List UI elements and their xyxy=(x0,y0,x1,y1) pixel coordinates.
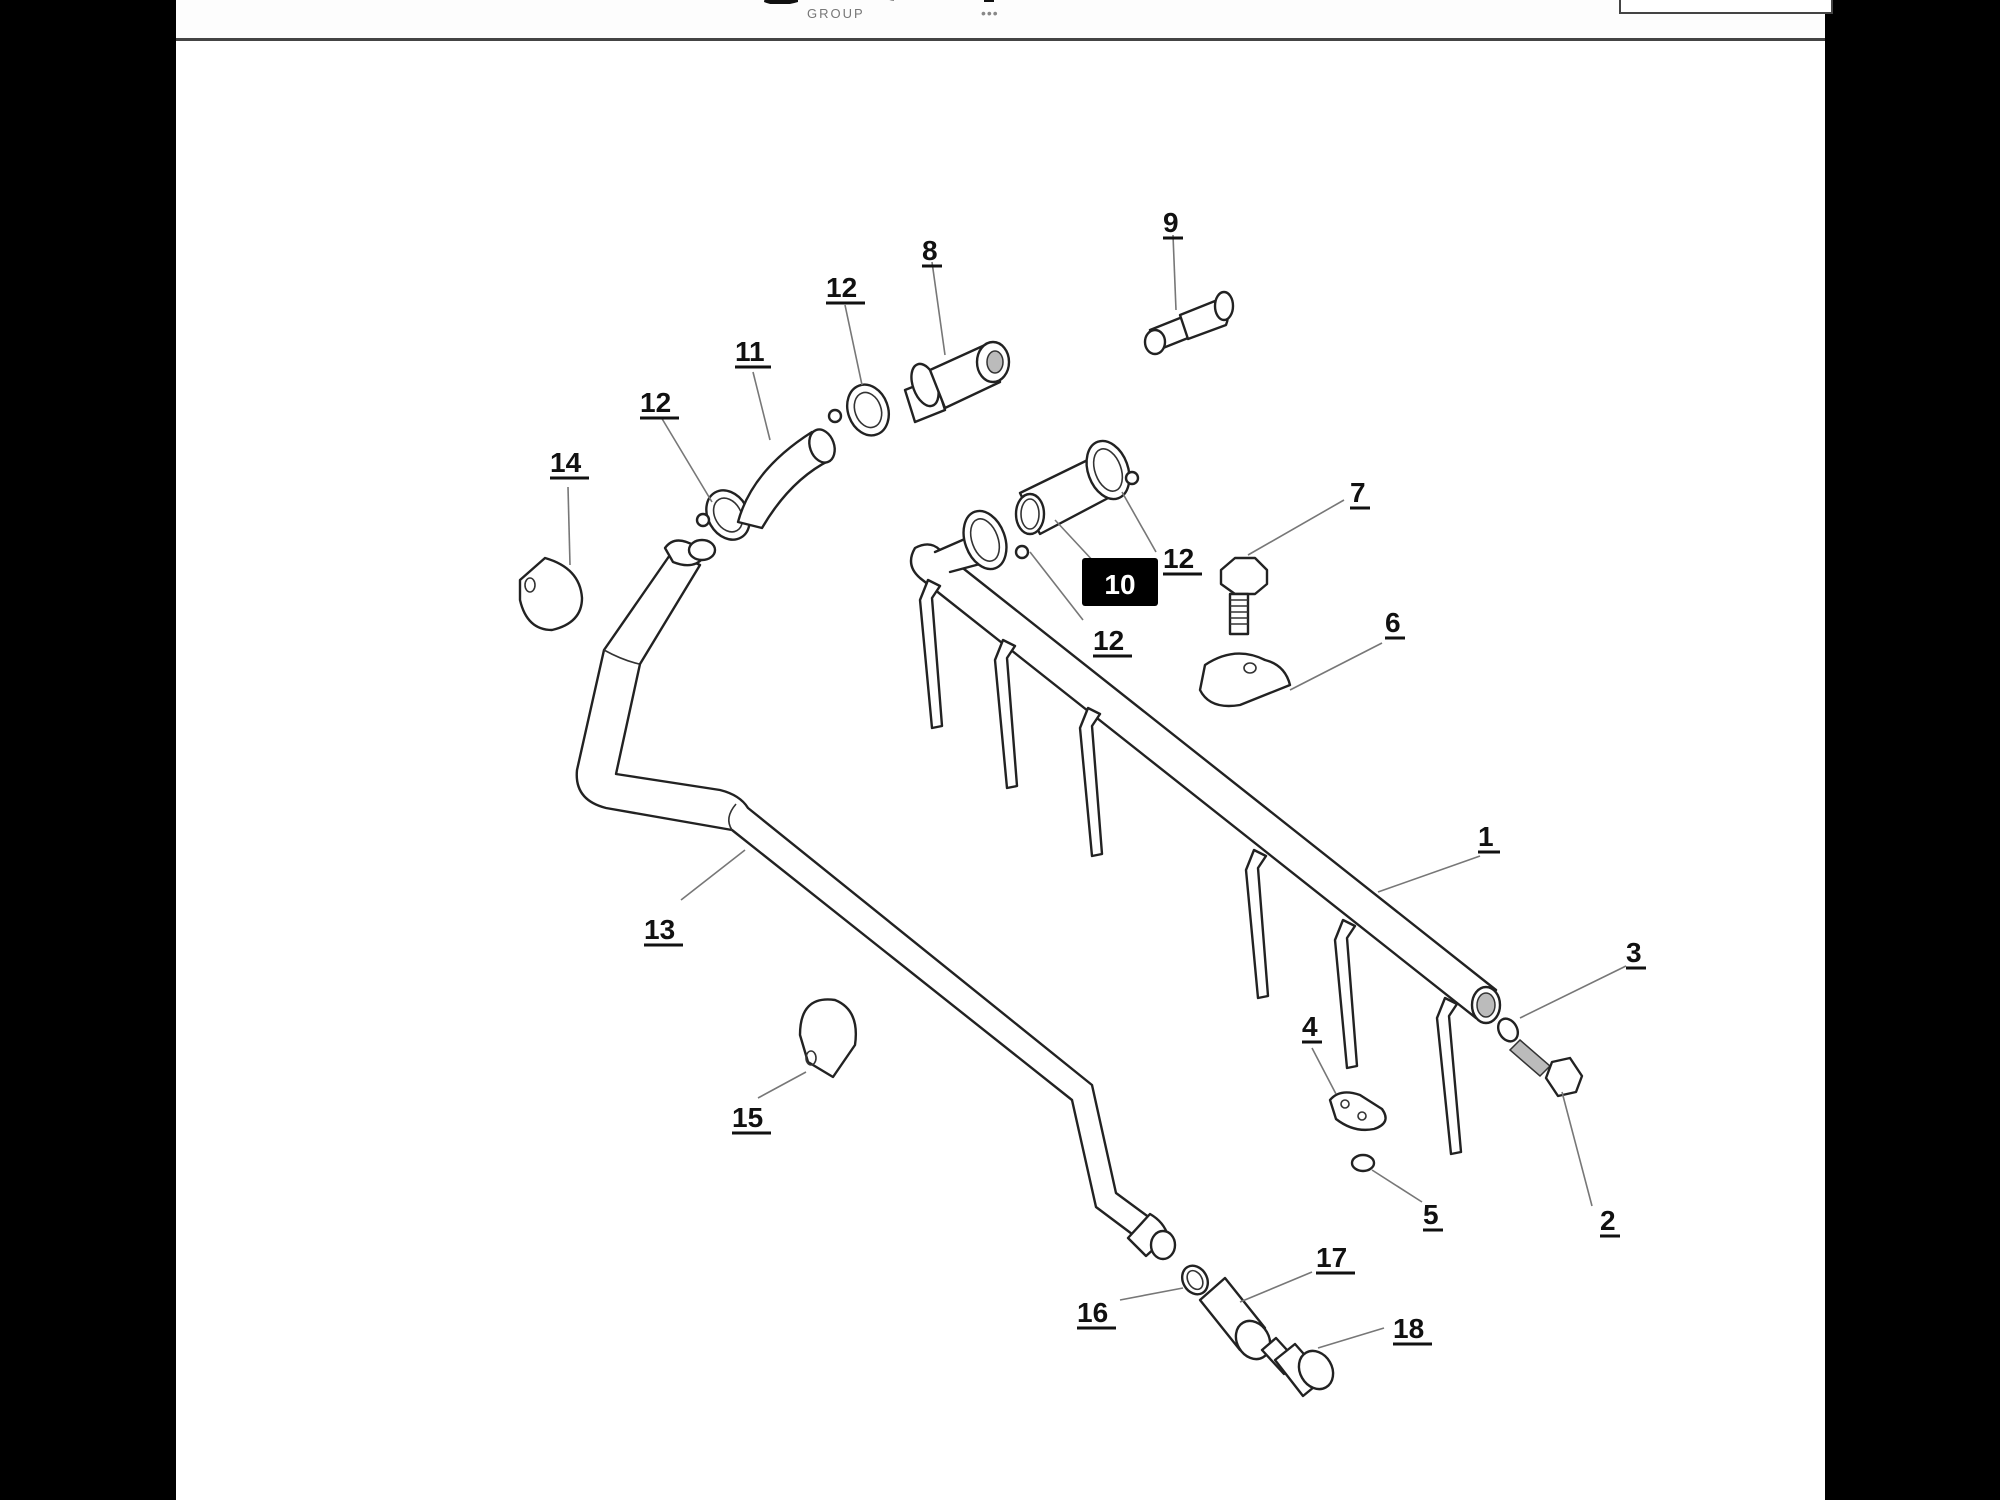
brand-logo[interactable] xyxy=(746,0,1126,4)
svg-text:12: 12 xyxy=(1093,625,1124,656)
callout-8[interactable]: 8 xyxy=(922,235,942,268)
callout-12-left[interactable]: 12 xyxy=(640,387,679,420)
svg-text:4: 4 xyxy=(1302,1011,1318,1042)
part-16-o-ring[interactable] xyxy=(1177,1261,1213,1299)
part-3-washer[interactable] xyxy=(1494,1015,1522,1045)
svg-text:12: 12 xyxy=(640,387,671,418)
part-4-spacer[interactable] xyxy=(1328,1091,1387,1132)
header-search-box[interactable] xyxy=(1619,0,1833,14)
callout-13[interactable]: 13 xyxy=(644,914,683,947)
part-12-clamp-b[interactable] xyxy=(1079,435,1140,505)
svg-text:17: 17 xyxy=(1316,1242,1347,1273)
svg-text:9: 9 xyxy=(1163,207,1179,238)
callout-2[interactable]: 2 xyxy=(1600,1205,1620,1238)
page: GROUP ••• xyxy=(176,0,1833,1500)
callout-17[interactable]: 17 xyxy=(1316,1242,1355,1275)
svg-text:1: 1 xyxy=(1478,821,1494,852)
callout-1[interactable]: 1 xyxy=(1478,821,1500,854)
callout-5[interactable]: 5 xyxy=(1423,1199,1443,1232)
part-11-bent-hose[interactable] xyxy=(736,426,839,530)
svg-text:12: 12 xyxy=(826,272,857,303)
callout-12-right[interactable]: 12 xyxy=(1163,543,1202,576)
callout-16[interactable]: 16 xyxy=(1077,1297,1116,1330)
callout-9[interactable]: 9 xyxy=(1163,207,1183,240)
callout-4[interactable]: 4 xyxy=(1302,1011,1322,1044)
part-7-bolt[interactable] xyxy=(1219,556,1269,636)
part-1-fuel-rail[interactable] xyxy=(909,526,1502,1156)
svg-text:13: 13 xyxy=(644,914,675,945)
svg-text:6: 6 xyxy=(1385,607,1401,638)
svg-text:7: 7 xyxy=(1350,477,1366,508)
svg-text:5: 5 xyxy=(1423,1199,1439,1230)
callout-12-top[interactable]: 12 xyxy=(826,272,865,305)
svg-text:11: 11 xyxy=(735,336,765,367)
callout-12-lower[interactable]: 12 xyxy=(1093,625,1132,658)
part-5-washer[interactable] xyxy=(1350,1153,1376,1173)
svg-text:3: 3 xyxy=(1626,937,1642,968)
callout-11[interactable]: 11 xyxy=(735,336,771,369)
part-8-fitting[interactable] xyxy=(903,340,1011,424)
brand-subtitle: GROUP xyxy=(807,6,865,21)
part-15-clip[interactable] xyxy=(798,998,857,1079)
part-12-clamp-a[interactable] xyxy=(956,505,1030,575)
svg-text:2: 2 xyxy=(1600,1205,1616,1236)
svg-text:18: 18 xyxy=(1393,1313,1424,1344)
exploded-parts-diagram: 1 2 3 4 5 6 7 8 xyxy=(518,207,1646,1398)
part-6-p-clip[interactable] xyxy=(1198,652,1292,708)
part-18-end-fitting[interactable] xyxy=(1260,1336,1340,1398)
part-14-clip[interactable] xyxy=(518,556,584,632)
callout-3[interactable]: 3 xyxy=(1626,937,1646,970)
callout-7[interactable]: 7 xyxy=(1350,477,1370,510)
part-9-union[interactable] xyxy=(1143,290,1235,356)
svg-text:16: 16 xyxy=(1077,1297,1108,1328)
header-bar: GROUP ••• xyxy=(176,0,1833,41)
leader-lines xyxy=(567,234,1627,1349)
part-2-bolt[interactable] xyxy=(1508,1038,1584,1098)
svg-text:12: 12 xyxy=(1163,543,1194,574)
callout-6[interactable]: 6 xyxy=(1385,607,1405,640)
callout-10-highlighted[interactable]: 10 xyxy=(1082,558,1158,606)
svg-text:8: 8 xyxy=(922,235,938,266)
callout-18[interactable]: 18 xyxy=(1393,1313,1432,1346)
part-12-clamp-d[interactable] xyxy=(827,379,896,442)
svg-text:10: 10 xyxy=(1104,569,1135,600)
more-horizontal-icon[interactable]: ••• xyxy=(981,5,999,21)
svg-text:14: 14 xyxy=(550,447,582,478)
svg-text:15: 15 xyxy=(732,1102,763,1133)
part-13-return-pipe[interactable] xyxy=(575,538,1177,1261)
callout-14[interactable]: 14 xyxy=(550,447,589,480)
callout-15[interactable]: 15 xyxy=(732,1102,771,1135)
